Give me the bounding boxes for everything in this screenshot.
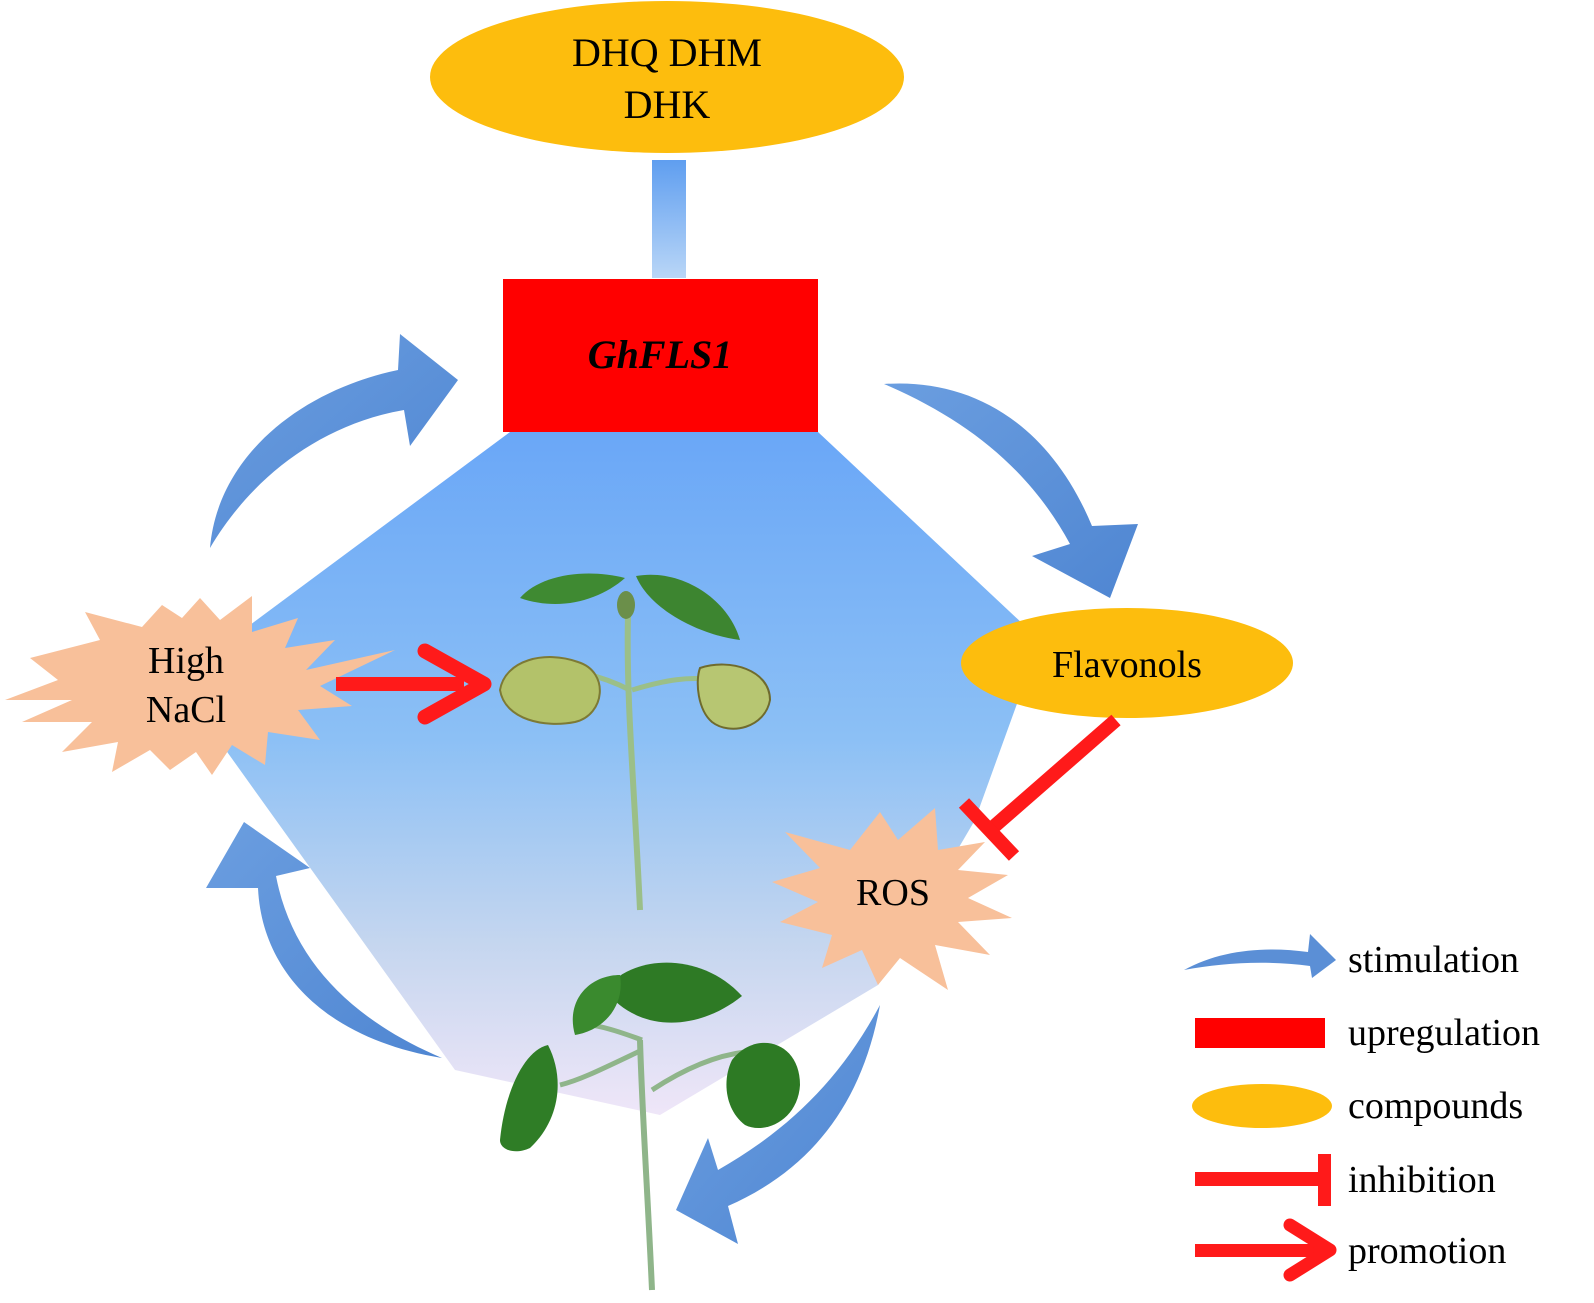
legend-inhibition: inhibition: [1195, 1154, 1496, 1206]
upregulation-bar-icon: [1195, 1018, 1325, 1048]
legend-promotion-label: promotion: [1348, 1230, 1506, 1272]
flavonols-label: Flavonols: [1052, 644, 1202, 686]
inhibition-flavonols-to-ros: [958, 714, 1121, 861]
promotion-arrow-salt-to-plant: [336, 643, 492, 725]
legend-compounds: compounds: [1192, 1084, 1523, 1128]
salt-line2: NaCl: [146, 689, 226, 731]
gene-box: GhFLS1: [503, 279, 818, 432]
gene-label: GhFLS1: [588, 332, 733, 377]
legend-inhibition-label: inhibition: [1348, 1159, 1496, 1201]
ros-label: ROS: [856, 872, 930, 914]
wilted-seedling-icon: [498, 573, 772, 911]
stimulation-arrow-icon: [1184, 934, 1336, 978]
compound-top-line1: DHQ DHM: [572, 30, 762, 75]
legend-stimulation-label: stimulation: [1348, 939, 1519, 981]
compound-ellipse-flavonols: Flavonols: [961, 608, 1293, 718]
legend-upregulation-label: upregulation: [1348, 1012, 1540, 1054]
salt-line1: High: [148, 640, 224, 682]
ros-starburst: ROS: [772, 808, 1012, 990]
inhibition-tbar-icon: [1195, 1154, 1331, 1206]
compound-ellipse-icon: [1192, 1084, 1332, 1128]
cycle-arrow-salt-to-gene: [210, 334, 458, 548]
promotion-arrow-icon: [1195, 1218, 1337, 1282]
healthy-seedling-icon: [500, 962, 800, 1291]
compound-top-line2: DHK: [624, 82, 711, 127]
cycle-arrow-gene-to-flavonols: [884, 383, 1138, 598]
legend-upregulation: upregulation: [1195, 1012, 1540, 1054]
compound-ellipse-top: DHQ DHM DHK: [430, 1, 904, 153]
legend-compounds-label: compounds: [1348, 1085, 1523, 1127]
salt-stress-starburst: High NaCl: [5, 596, 395, 775]
legend-promotion: promotion: [1195, 1218, 1506, 1282]
cycle-arrow-seedling-to-salt: [206, 822, 442, 1058]
cycle-arrow-ros-to-seedling: [676, 1005, 880, 1244]
compound-gene-connector: [652, 160, 686, 278]
legend: stimulation upregulation compounds inhib…: [1184, 934, 1540, 1282]
legend-stimulation: stimulation: [1184, 934, 1519, 981]
